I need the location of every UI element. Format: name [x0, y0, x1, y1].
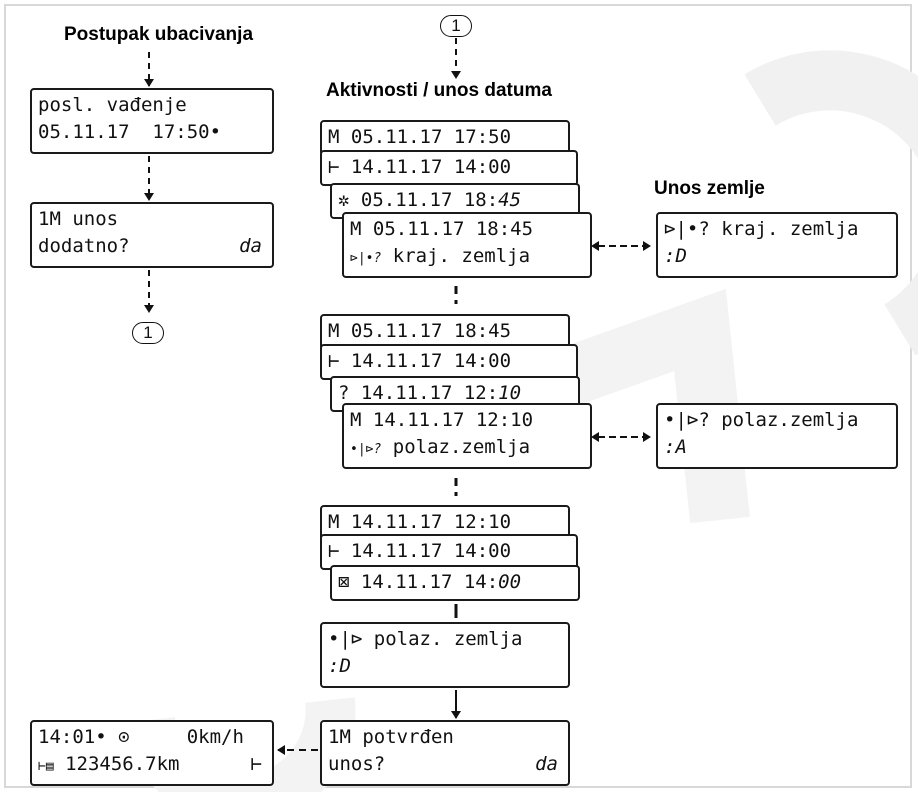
display-line-2: :D [328, 655, 351, 677]
text-prefix: ? 14.11.17 12: [338, 382, 499, 404]
text-prefix: ✲ 05.11.17 18: [338, 189, 499, 211]
confirmed-question: unos? [328, 753, 386, 775]
activity-rest-icon: ⊢ [250, 753, 262, 775]
display-line-1: ⊢ 14.11.17 14:00 [328, 350, 512, 372]
display-line-1: ⊢ 14.11.17 14:00 [328, 156, 512, 178]
display-line-1: ⊳|•? kraj. zemlja [664, 218, 859, 240]
display-line-1: •|⊳? polaz.zemlja [664, 409, 859, 431]
display-departure-country: •|⊳ polaz. zemlja :D [320, 622, 570, 688]
start-country-icon: •|⊳? [350, 442, 382, 457]
display-line-1: M 14.11.17 12:10 [350, 409, 534, 431]
marker-circle-1-left: 1 [132, 322, 164, 344]
answer-yes: da [535, 753, 558, 775]
display-start-country: •|⊳? polaz.zemlja :A [656, 403, 898, 469]
display-standard: 14:01• ⊙ 0km/h ⊢▤ 123456.7km ⊢ [30, 720, 274, 786]
answer-yes: da [239, 235, 262, 257]
display-line-2: •|⊳? polaz.zemlja [350, 436, 584, 461]
display-group3-back3: ⊠ 14.11.17 14:00 [330, 565, 580, 601]
display-line-2: unos? da [328, 753, 562, 775]
display-group2-front: M 14.11.17 12:10 •|⊳? polaz.zemlja [342, 403, 592, 469]
text-italic: 45 [498, 189, 522, 211]
odometer-value: 123456.7km [65, 753, 180, 775]
display-line-1: M 05.11.17 18:45 [328, 320, 512, 342]
display-line-1: •|⊳ polaz. zemlja [328, 628, 523, 650]
display-manual-entry: 1M unos dodatno? da [30, 202, 274, 268]
display-line-2: :D [664, 245, 687, 267]
text-end-country: kraj. zemlja [381, 245, 531, 267]
display-last-withdrawal: posl. vađenje 05.11.17 17:50• [30, 88, 274, 154]
display-line-2: 05.11.17 17:50• [38, 121, 222, 143]
display-line-1: posl. vađenje [38, 94, 187, 116]
display-line-2: dodatno? da [38, 235, 266, 257]
manual-entry-question: dodatno? [38, 235, 130, 257]
display-line-1: ⊢ 14.11.17 14:00 [328, 540, 512, 562]
display-line-1: 1M unos [38, 208, 119, 230]
display-line-1: ? 14.11.17 12:10 [338, 382, 572, 404]
display-line-1: 14:01• ⊙ 0km/h [38, 726, 244, 748]
display-line-2: ⊢▤ 123456.7km ⊢ [38, 753, 266, 778]
diagram-frame [4, 4, 912, 788]
text-italic: 10 [498, 382, 522, 404]
display-end-country: ⊳|•? kraj. zemlja :D [656, 212, 898, 278]
display-line-1: 1M potvrđen [328, 726, 454, 748]
display-line-1: M 05.11.17 18:45 [350, 218, 534, 240]
heading-country-entry: Unos zemlje [654, 178, 765, 199]
marker-circle-1-top: 1 [440, 15, 472, 37]
display-line-1: M 05.11.17 17:50 [328, 126, 512, 148]
text-start-country: polaz.zemlja [381, 436, 531, 458]
display-line-2: :A [664, 436, 687, 458]
display-line-1: ✲ 05.11.17 18:45 [338, 189, 572, 211]
display-line-1: M 14.11.17 12:10 [328, 511, 512, 533]
heading-activities-date-entry: Aktivnosti / unos datuma [326, 80, 552, 101]
display-line-1: ⊠ 14.11.17 14:00 [338, 571, 572, 593]
text-prefix: ⊠ 14.11.17 14: [338, 571, 499, 593]
display-confirmed: 1M potvrđen unos? da [320, 720, 570, 786]
display-group1-back2: ⊢ 14.11.17 14:00 [320, 150, 578, 186]
vehicle-odometer-icon: ⊢▤ [38, 759, 54, 774]
end-country-icon: ⊳|•? [350, 251, 382, 266]
text-italic: 00 [498, 571, 522, 593]
heading-insertion-procedure: Postupak ubacivanja [64, 24, 254, 45]
display-line-2: ⊳|•? kraj. zemlja [350, 245, 584, 270]
display-group2-back2: ⊢ 14.11.17 14:00 [320, 344, 578, 380]
